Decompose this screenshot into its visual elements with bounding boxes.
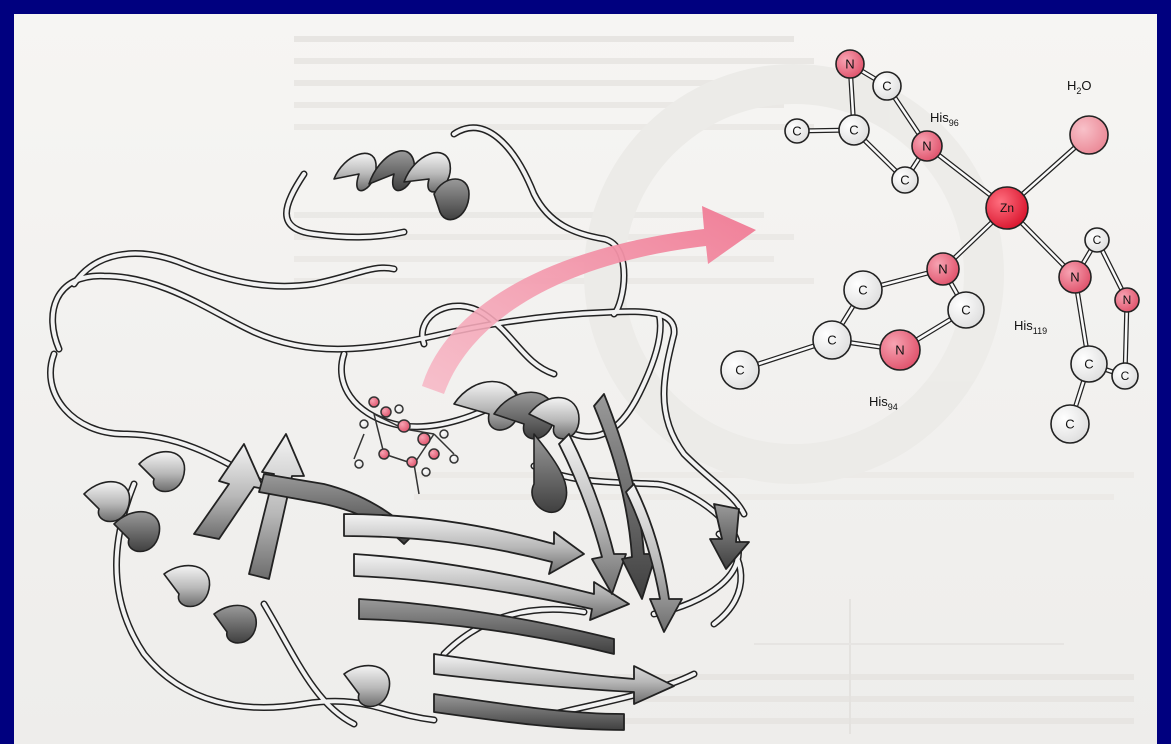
- residue-label-his119: His119: [1014, 318, 1047, 336]
- figure-paper: N C C C N C Zn N C C C N C N C N C: [14, 14, 1157, 744]
- label-c-his119-side: C: [1121, 369, 1130, 383]
- label-c-his94-top: C: [858, 283, 867, 298]
- label-n-his96-top: N: [845, 57, 854, 72]
- label-c-his119-bottom: C: [1065, 417, 1074, 432]
- label-n-his94-upper: N: [938, 262, 947, 277]
- label-c-his119-ring: C: [1084, 357, 1093, 372]
- label-n-his119: N: [1070, 270, 1079, 285]
- helix-top: [334, 151, 469, 220]
- label-c-his96-left: C: [792, 124, 801, 139]
- label-c-his96-ring: C: [849, 123, 858, 138]
- label-n-his94-lower: N: [895, 343, 904, 358]
- label-c-his94-right: C: [961, 303, 970, 318]
- label-c-his96-bottom: C: [900, 173, 909, 188]
- label-c-his96-top: C: [882, 79, 891, 94]
- figure-canvas: N C C C N C Zn N C C C N C N C N C: [14, 14, 1157, 744]
- atom-water-oxygen: [1070, 116, 1108, 154]
- label-c-his94-left: C: [735, 363, 744, 378]
- label-c-his94-mid: C: [827, 333, 836, 348]
- label-n-his96: N: [922, 139, 931, 154]
- label-zinc: Zn: [1000, 201, 1014, 215]
- water-label: H2O: [1067, 78, 1092, 96]
- residue-label-his94: His94: [869, 394, 898, 412]
- background-text-texture: [294, 36, 1134, 734]
- label-c-his119-top: C: [1093, 233, 1102, 247]
- label-n-his119-right: N: [1123, 293, 1132, 307]
